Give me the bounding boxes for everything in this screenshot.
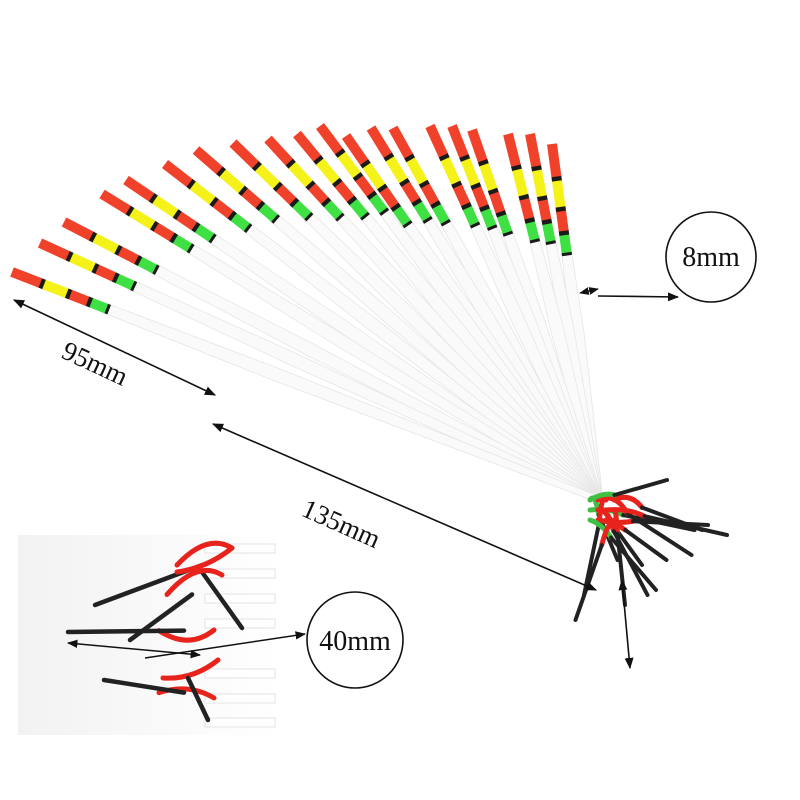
diameter-arrow-icon	[579, 287, 599, 295]
inset-rope	[160, 657, 221, 681]
float-fan	[10, 123, 603, 502]
body-length-arrow-icon	[211, 423, 598, 591]
stem-closeup-inset	[18, 535, 280, 735]
inset-float-body	[204, 717, 276, 728]
stem-length-label: 40mm	[319, 626, 391, 657]
inset-stem	[65, 628, 187, 635]
diameter-label: 8mm	[682, 242, 740, 273]
float-stem	[625, 511, 694, 557]
stem-callout-icon	[306, 591, 404, 689]
rope-loop	[603, 507, 647, 519]
inset-float-body	[204, 668, 276, 679]
float-stem	[609, 535, 658, 592]
tip-length-arrow-icon	[12, 299, 217, 396]
float-stem	[623, 528, 669, 562]
float-stems-cluster	[573, 478, 729, 622]
inset-stem	[185, 675, 211, 723]
inset-float-body	[204, 593, 276, 604]
inset-stems	[65, 540, 245, 723]
body-length-label: 135mm	[298, 493, 386, 554]
float-stem	[642, 514, 729, 537]
stem-arrow-icon	[618, 578, 634, 670]
float-stem	[611, 529, 650, 597]
stem-inset-leader-line	[144, 631, 307, 659]
float-stem	[612, 478, 669, 497]
rope-loop	[595, 507, 617, 534]
inset-stem	[199, 569, 245, 631]
inset-stem	[101, 677, 187, 695]
rope-loop	[599, 517, 617, 548]
diameter-callout-icon	[665, 211, 757, 303]
diameter-leader-line	[597, 292, 680, 302]
inset-float-body	[204, 693, 276, 704]
tip-length-label: 95mm	[57, 335, 132, 391]
